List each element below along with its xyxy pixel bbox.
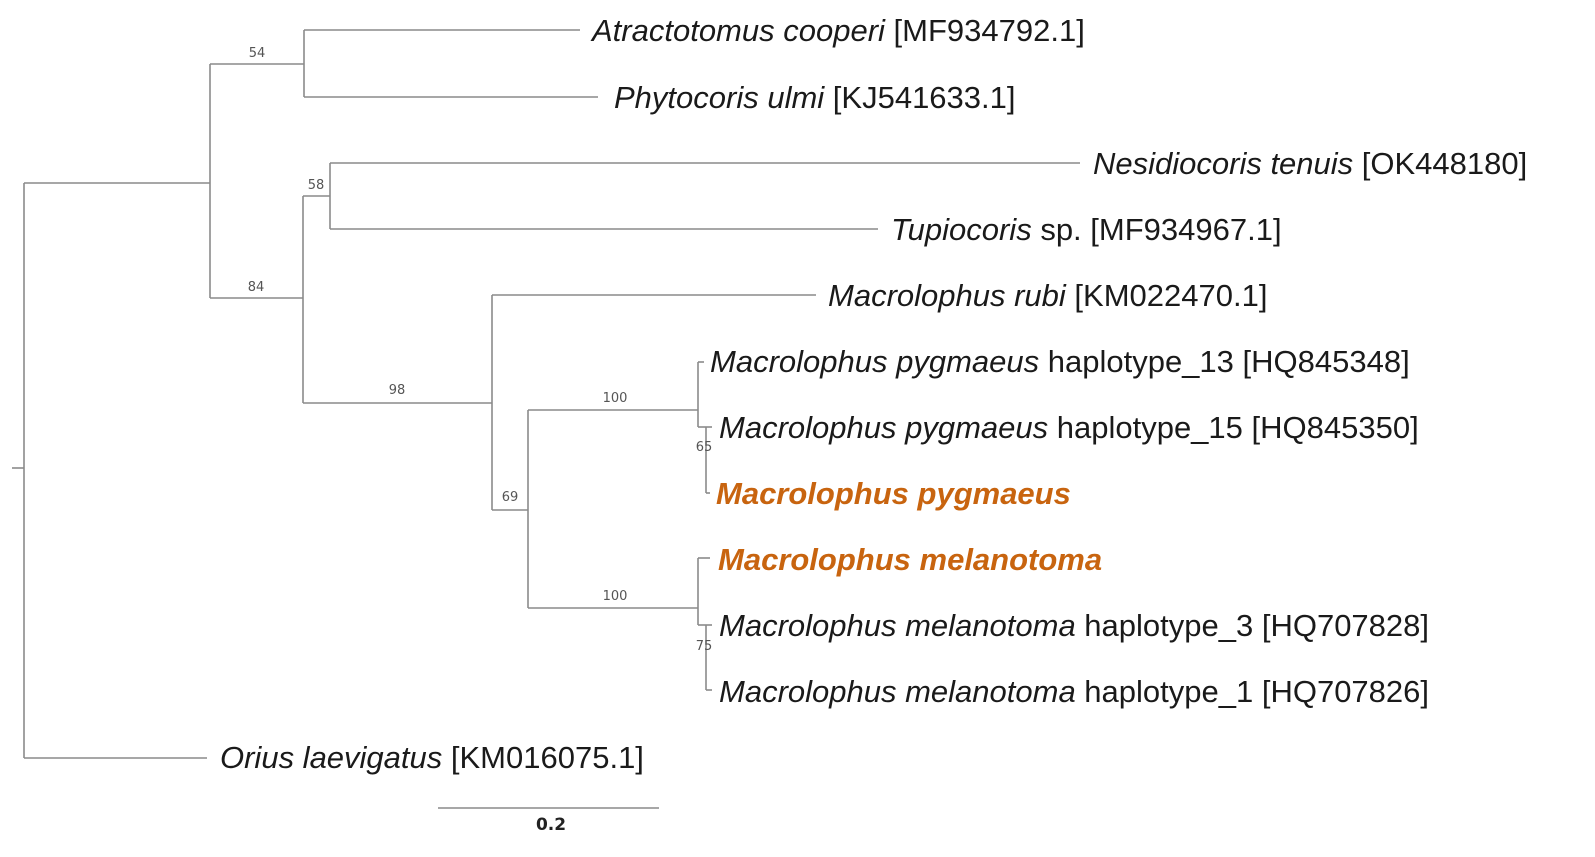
taxon-label: Macrolophus melanotoma haplotype_3 [HQ70… (719, 608, 1429, 643)
taxon-label: Atractotomus cooperi [MF934792.1] (590, 13, 1085, 48)
support-100-pygmaeus: 100 (603, 391, 628, 406)
support-65: 65 (696, 440, 713, 455)
taxon-label: Phytocoris ulmi [KJ541633.1] (614, 80, 1016, 115)
support-58: 58 (308, 178, 325, 193)
taxon-label: Macrolophus melanotoma haplotype_1 [HQ70… (719, 674, 1429, 709)
taxon-label-highlighted: Macrolophus pygmaeus (716, 476, 1071, 511)
taxon-label: Tupiocoris sp. [MF934967.1] (891, 212, 1282, 247)
taxon-labels: Atractotomus cooperi [MF934792.1] Phytoc… (220, 13, 1527, 775)
scale-bar: 0.2 (438, 807, 659, 835)
support-75: 75 (696, 639, 713, 654)
support-100-melanotoma: 100 (603, 589, 628, 604)
taxon-label: Nesidiocoris tenuis [OK448180] (1093, 146, 1527, 181)
tree-branches (12, 29, 1080, 759)
taxon-label: Macrolophus rubi [KM022470.1] (828, 278, 1267, 313)
support-84: 84 (248, 280, 265, 295)
support-54: 54 (249, 46, 266, 61)
support-98: 98 (389, 383, 406, 398)
scale-bar-label: 0.2 (536, 815, 566, 835)
taxon-label-highlighted: Macrolophus melanotoma (718, 542, 1102, 577)
support-69: 69 (502, 490, 519, 505)
support-values: 54 58 84 98 69 100 65 100 75 (248, 46, 713, 654)
taxon-label: Orius laevigatus [KM016075.1] (220, 740, 644, 775)
taxon-label: Macrolophus pygmaeus haplotype_15 [HQ845… (719, 410, 1419, 445)
taxon-label: Macrolophus pygmaeus haplotype_13 [HQ845… (710, 344, 1410, 379)
